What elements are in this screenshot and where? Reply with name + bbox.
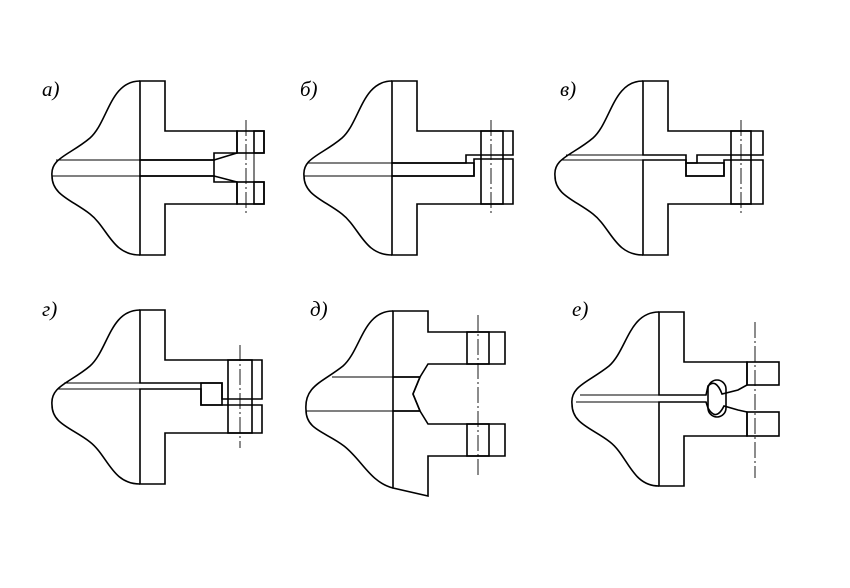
lower-flange-e (658, 401, 748, 487)
vessel-wall-g (51, 309, 141, 485)
panel-g: г) (42, 297, 263, 485)
panel-b: б) (300, 77, 514, 256)
panel-label-v: в) (560, 77, 576, 101)
upper-flange-v (642, 80, 764, 164)
lower-flange-d (392, 410, 506, 498)
upper-flange-e (658, 311, 748, 396)
gasket-b (391, 162, 475, 177)
lower-flange-a (139, 175, 238, 256)
gasket-d (392, 376, 422, 412)
panel-label-g: г) (42, 297, 57, 321)
ring-gasket-e (707, 379, 727, 418)
panel-a: а) (42, 77, 265, 256)
panel-label-a: а) (42, 77, 60, 101)
gasket-g (200, 382, 223, 406)
panel-d: д) (305, 297, 506, 498)
vessel-wall-b (303, 80, 393, 256)
vessel-wall-d (305, 310, 394, 489)
upper-flange-a (139, 80, 238, 161)
gasket-v (685, 162, 725, 177)
vessel-wall-v (554, 80, 644, 256)
panel-label-d: д) (310, 297, 328, 321)
upper-flange-g (139, 309, 263, 400)
gasket-a (139, 159, 215, 177)
vessel-wall-a (51, 80, 141, 256)
panel-label-b: б) (300, 77, 318, 101)
lower-flange-b (391, 158, 514, 256)
panel-label-e: е) (572, 297, 588, 321)
panel-e: е) (571, 297, 780, 487)
vessel-wall-e (571, 311, 660, 487)
lower-flange-v (642, 159, 764, 256)
panel-v: в) (554, 77, 764, 256)
upper-flange-b (391, 80, 514, 164)
